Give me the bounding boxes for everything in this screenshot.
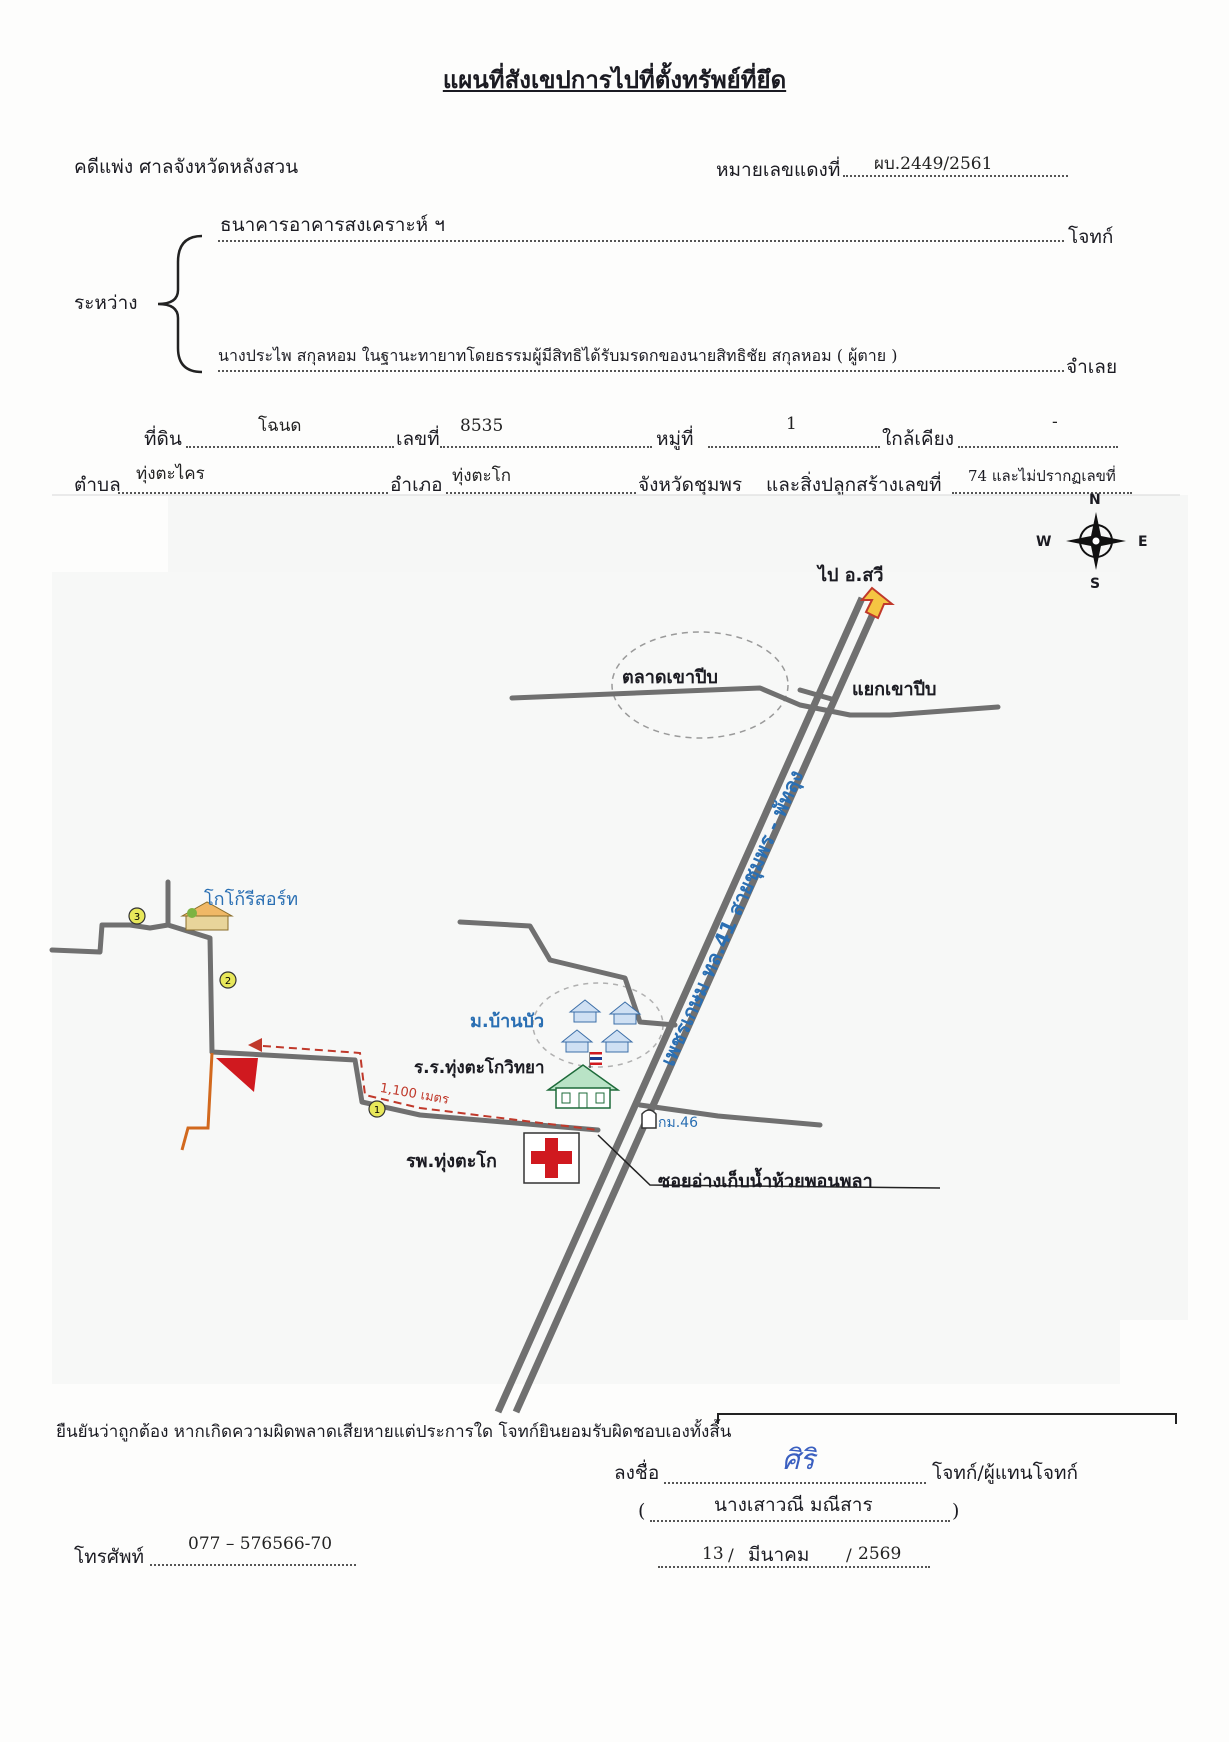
signer-role: โจทก์/ผู้แทนโจทก์ (932, 1462, 1079, 1484)
km-marker-label: กม.46 (658, 1115, 698, 1131)
highway-road (494, 596, 884, 1414)
province-label: จังหวัดชุมพร (638, 474, 743, 496)
signer-name-dots (650, 1520, 950, 1522)
moo-dots (708, 446, 880, 448)
document-title: แผนที่สังเขปการไปที่ตั้งทรัพย์ที่ยึด (442, 65, 787, 94)
date-sep-1: / (728, 1546, 734, 1566)
signer-open-paren: ( (638, 1500, 646, 1522)
date-year: 2569 (858, 1544, 902, 1564)
compass-rose-icon (1066, 512, 1126, 570)
signature-mark: ศิริ (782, 1443, 815, 1476)
phone-dots (150, 1564, 356, 1566)
nearby-dots (958, 446, 1118, 448)
village-houses-icon (560, 999, 642, 1053)
amphoe-label: อำเภอ (390, 474, 443, 496)
land-value: โฉนด (258, 416, 302, 436)
route-arrowhead (248, 1038, 262, 1052)
signer-close-paren: ) (952, 1500, 960, 1522)
red-number-value: ผบ.2449/2561 (874, 154, 993, 174)
hospital-label: รพ.ทุ่งตะโก (406, 1151, 497, 1172)
waypoint-1-label: 1 (374, 1105, 380, 1116)
moo-label: หมู่ที่ (656, 428, 694, 450)
orange-lane (180, 1052, 214, 1151)
km-marker-icon (641, 1109, 657, 1129)
tambon-dots (118, 492, 388, 494)
date-sep-2: / (846, 1546, 852, 1566)
compass-west: W (1036, 534, 1052, 550)
certify-text: ยืนยันว่าถูกต้อง หากเกิดความผิดพลาดเสียห… (56, 1422, 732, 1442)
destination-flag (216, 1058, 258, 1092)
phone-value: 077 – 576566-70 (188, 1534, 333, 1554)
junction-label: แยกเขาปีบ (852, 679, 937, 700)
between-label: ระหว่าง (74, 292, 138, 314)
date-day: 13 (702, 1544, 724, 1564)
date-month: มีนาคม (748, 1544, 810, 1566)
number-dots (440, 446, 652, 448)
building-dots (952, 492, 1132, 494)
nearby-label: ใกล้เคียง (882, 428, 955, 450)
sign-dots (664, 1482, 926, 1484)
building-value: 74 และไม่ปรากฏเลขที่ (968, 467, 1116, 485)
waypoint-2-label: 2 (225, 976, 231, 987)
tambon-value: ทุ่งตะไคร (136, 464, 205, 484)
to-sawi-arrow (859, 586, 895, 620)
red-number-label: หมายเลขแดงที่ (716, 159, 841, 181)
market-area-outline (611, 631, 789, 739)
moo-value: 1 (786, 414, 797, 434)
compass-north: N (1089, 492, 1101, 508)
compass-east: E (1138, 534, 1148, 550)
waypoint-marker-1: 1 (368, 1100, 386, 1118)
plaintiff-label: โจทก์ (1068, 226, 1114, 248)
case-label: คดีแพ่ง ศาลจังหวัดหลังสวน (74, 156, 299, 178)
certify-bracket-line (717, 1413, 1177, 1424)
tambon-label: ตำบล (74, 474, 121, 496)
school-icon (545, 1052, 621, 1109)
land-label: ที่ดิน (144, 428, 182, 450)
building-label: และสิ่งปลูกสร้างเลขที่ (766, 474, 942, 496)
soi-leader-line (597, 1134, 941, 1189)
waypoint-marker-2: 2 (219, 971, 237, 989)
market-label: ตลาดเขาปีบ (622, 667, 718, 688)
plaintiff-dots (218, 240, 1064, 242)
resort-label: โกโก้รีสอร์ท (204, 889, 299, 910)
secondary-roads (49, 685, 1001, 1133)
nearby-value: - (1052, 412, 1058, 432)
amphoe-value: ทุ่งตะโก (452, 466, 512, 486)
signer-name: นางเสาวณี มณีสาร (714, 1494, 873, 1516)
date-dots (658, 1566, 930, 1568)
between-brace (157, 234, 203, 374)
sign-label: ลงชื่อ (614, 1462, 660, 1484)
soi-label: ซอยอ่างเก็บน้ำห้วยพอนพลา (658, 1171, 873, 1192)
hospital-icon (523, 1132, 580, 1184)
defendant-dots (218, 370, 1064, 372)
defendant-name: นางประไพ สกุลหอม ในฐานะทายาทโดยธรรมผู้มี… (218, 346, 898, 365)
resort-icon (180, 901, 234, 931)
amphoe-dots (446, 492, 636, 494)
phone-label: โทรศัพท์ (74, 1546, 145, 1568)
number-value: 8535 (460, 416, 504, 436)
defendant-label: จำเลย (1066, 356, 1118, 378)
waypoint-marker-3: 3 (128, 907, 146, 925)
compass-south: S (1090, 576, 1101, 592)
to-sawi-label: ไป อ.สวี (818, 565, 884, 586)
land-dots (186, 446, 394, 448)
school-label: ร.ร.ทุ่งตะโกวิทยา (414, 1058, 545, 1078)
waypoint-3-label: 3 (134, 912, 140, 923)
village-label: ม.บ้านบัว (470, 1011, 545, 1032)
number-label: เลขที่ (396, 428, 440, 450)
plaintiff-name: ธนาคารอาคารสงเคราะห์ ฯ (220, 214, 445, 236)
red-number-dots (843, 175, 1068, 177)
